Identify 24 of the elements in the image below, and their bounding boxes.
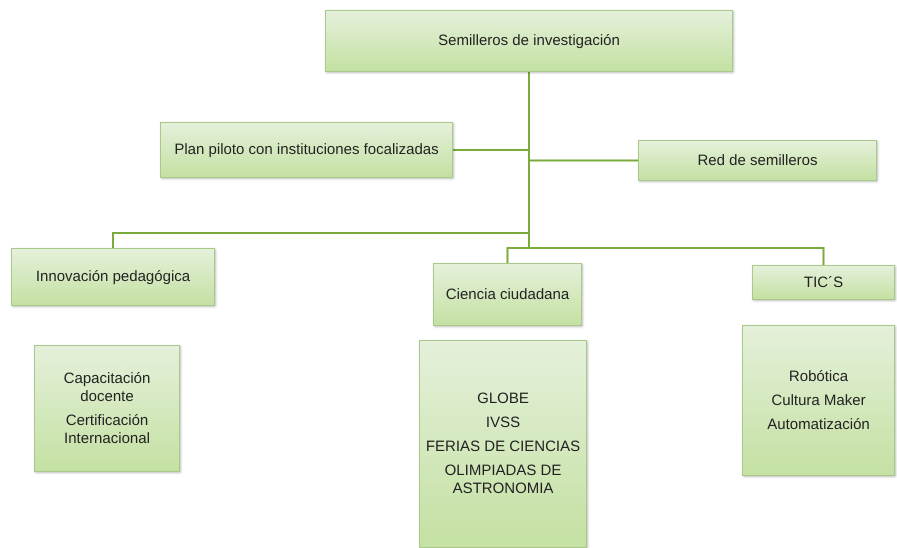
topic-text: Ciencia ciudadana (446, 286, 570, 304)
topic-box (34, 345, 180, 472)
topic-text: Plan piloto con instituciones focalizadas (174, 141, 439, 159)
topic-box (160, 122, 453, 178)
topic-box (752, 265, 895, 300)
topic-text: IVSS (486, 414, 520, 432)
topic-text: GLOBE (477, 390, 529, 408)
topic-text: TIC´S (804, 274, 844, 292)
topic-box (11, 248, 215, 306)
topic-text: Robótica (788, 368, 848, 386)
topic-box (638, 140, 877, 181)
topic-text: Red de semilleros (697, 152, 818, 170)
topic-box (742, 325, 895, 476)
topic-text: FERIAS DE CIENCIAS (426, 438, 580, 456)
topic-box (325, 10, 733, 72)
topic-text: Semilleros de investigación (438, 32, 620, 50)
topic-text: Innovación pedagógica (36, 268, 190, 286)
topic-text: Certificación Internacional (63, 412, 151, 448)
topic-text: Cultura Maker (771, 392, 866, 410)
topic-text: Automatización (767, 416, 870, 434)
topic-box (433, 263, 582, 326)
topic-text: OLIMPIADAS DE ASTRONOMIA (444, 462, 562, 498)
topic-text: Capacitación docente (62, 370, 152, 406)
topic-box (419, 340, 587, 548)
